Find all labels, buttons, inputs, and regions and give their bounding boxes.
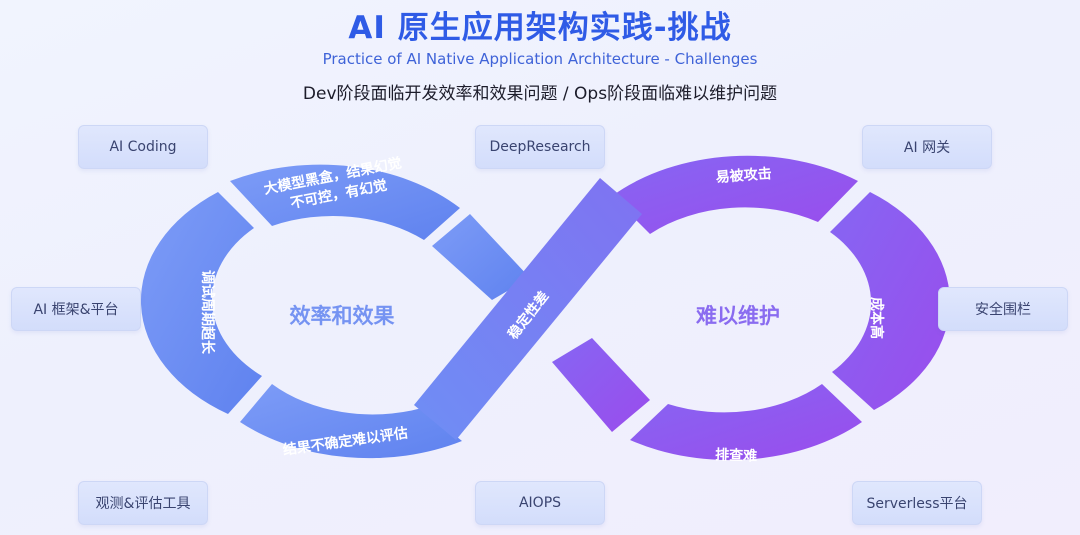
left-loop-bottom-segment (240, 384, 462, 459)
left-loop-left-segment (140, 192, 262, 414)
guardrail-box[interactable]: 安全围栏 (938, 287, 1068, 331)
right-center-label: 难以维护 (695, 304, 780, 328)
ai-framework-box[interactable]: AI 框架&平台 (11, 287, 141, 331)
observability-box[interactable]: 观测&评估工具 (78, 481, 208, 525)
right-loop-notch (552, 338, 650, 432)
left-center-label: 效率和效果 (290, 304, 395, 328)
left-side-text: 调试周期超长 (199, 270, 216, 355)
aiops-box[interactable]: AIOPS (475, 481, 605, 525)
left-loop-notch (432, 214, 530, 300)
right-loop-top-segment (612, 155, 858, 234)
left-loop-top-segment (230, 164, 460, 240)
serverless-box[interactable]: Serverless平台 (852, 481, 982, 525)
left-loop (140, 164, 530, 459)
page-subtitle: Practice of AI Native Application Archit… (322, 50, 758, 68)
cross-band (414, 178, 642, 440)
ai-gateway-box[interactable]: AI 网关 (862, 125, 992, 169)
right-loop-bottom-segment (630, 384, 862, 461)
deepresearch-box[interactable]: DeepResearch (475, 125, 605, 169)
page-description: Dev阶段面临开发效率和效果问题 / Ops阶段面临难以维护问题 (302, 84, 778, 104)
right-side-text: 成本高 (868, 297, 885, 339)
right-loop (552, 155, 950, 461)
right-top-text: 易被攻击 (715, 165, 772, 186)
ai-coding-box[interactable]: AI Coding (78, 125, 208, 169)
right-loop-right-segment (830, 192, 950, 410)
right-bottom-text: 排查难 (715, 446, 758, 464)
page-title: AI 原生应用架构实践-挑战 (348, 10, 732, 46)
